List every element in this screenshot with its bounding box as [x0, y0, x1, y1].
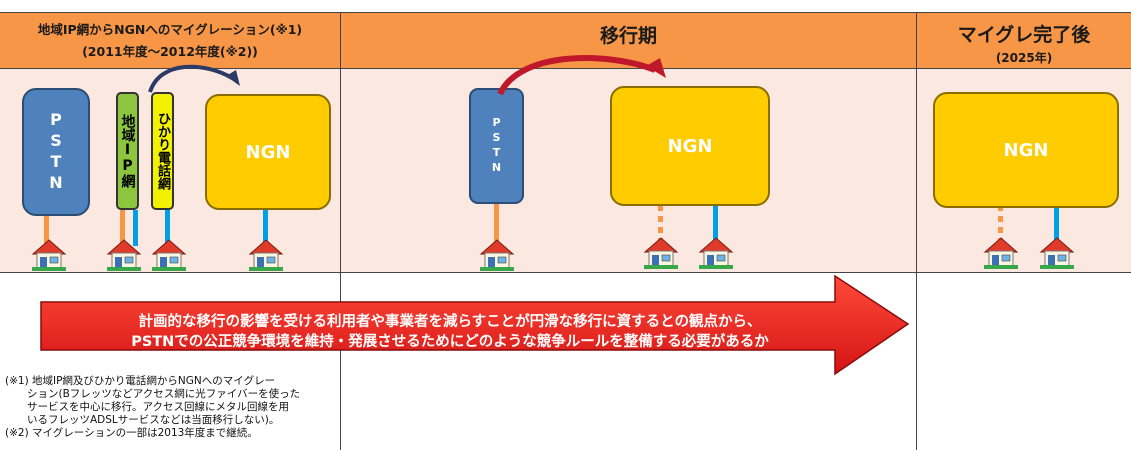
footnote-line: (※1) 地域IP網及びひかり電話網からNGNへのマイグレー [5, 375, 276, 387]
footnotes: (※1) 地域IP網及びひかり電話網からNGNへのマイグレー ション(Bフレッツ… [5, 375, 345, 440]
pstn-box: PSTN [469, 88, 524, 204]
migration-arrow [497, 55, 666, 96]
house-icon [151, 239, 187, 271]
ngn-label: NGN [667, 135, 713, 157]
connector [998, 205, 1003, 247]
house-icon [106, 239, 142, 271]
ngn-box: NGN [205, 94, 331, 210]
pstn-label: PSTN [46, 110, 66, 194]
connector [658, 205, 663, 247]
grid-line-mid [0, 272, 1131, 273]
house-icon [31, 239, 67, 271]
big-red-arrow [40, 274, 910, 376]
house-icon [248, 239, 284, 271]
header-col3-subtitle: (2025年) [995, 51, 1053, 65]
connector [133, 210, 138, 246]
ngn-label: NGN [1003, 139, 1049, 161]
migration-arrow [148, 64, 240, 93]
connector [1054, 205, 1059, 247]
connector [713, 205, 718, 247]
header-col1-title: 地域IP網からNGNへのマイグレーション(※1) [37, 22, 303, 37]
hikari-denwa-network-label: ひかり電話網 [155, 112, 170, 190]
arrow-text-line1: 計画的な移行の影響を受ける利用者や事業者を減らすことが円滑な移行に資するとの観点… [138, 314, 762, 330]
connector [44, 188, 49, 246]
connector [494, 202, 499, 246]
header-col2-title: 移行期 [599, 25, 657, 47]
ngn-box: NGN [610, 86, 770, 206]
header-col3-title: マイグレ完了後 [957, 24, 1091, 46]
connector [120, 210, 125, 246]
arrow-text-line2: PSTNでの公正競争環境を維持・発展させるためにどのような競争ルールを整備する必… [131, 334, 769, 350]
ngn-box: NGN [933, 92, 1119, 208]
footnote-line: サービスを中心に移行。アクセス回線にメタル回線を用 [27, 401, 289, 413]
header-col1-subtitle: (2011年度～2012年度(※2)) [82, 44, 258, 59]
pstn-label: PSTN [490, 116, 503, 176]
grid-line-col1 [340, 12, 341, 450]
house-icon [479, 239, 515, 271]
footnote-line: (※2) マイグレーションの一部は2013年度まで継続。 [5, 427, 258, 439]
header-col1: 地域IP網からNGNへのマイグレーション(※1) (2011年度～2012年度(… [0, 12, 340, 68]
grid-line-header [0, 68, 1131, 69]
connector [263, 210, 268, 246]
house-icon [643, 237, 679, 269]
connector [165, 210, 170, 246]
grid-line-col2 [916, 12, 917, 450]
ngn-label: NGN [245, 141, 291, 163]
local-ip-network-label: 地域IP網 [119, 114, 136, 188]
footnote-line: ション(Bフレッツなどアクセス網に光ファイバーを使った [27, 388, 301, 400]
house-icon [983, 237, 1019, 269]
local-ip-network-box: 地域IP網 [116, 92, 139, 210]
header-col2: 移行期 [341, 12, 916, 68]
grid-line-top [0, 12, 1131, 13]
hikari-denwa-network-box: ひかり電話網 [151, 92, 174, 210]
pstn-box: PSTN [22, 88, 90, 216]
header-col3: マイグレ完了後 (2025年) [917, 12, 1131, 68]
house-icon [698, 237, 734, 269]
footnote-line: いるフレッツADSLサービスなどは当面移行しない)。 [27, 414, 280, 426]
house-icon [1039, 237, 1075, 269]
